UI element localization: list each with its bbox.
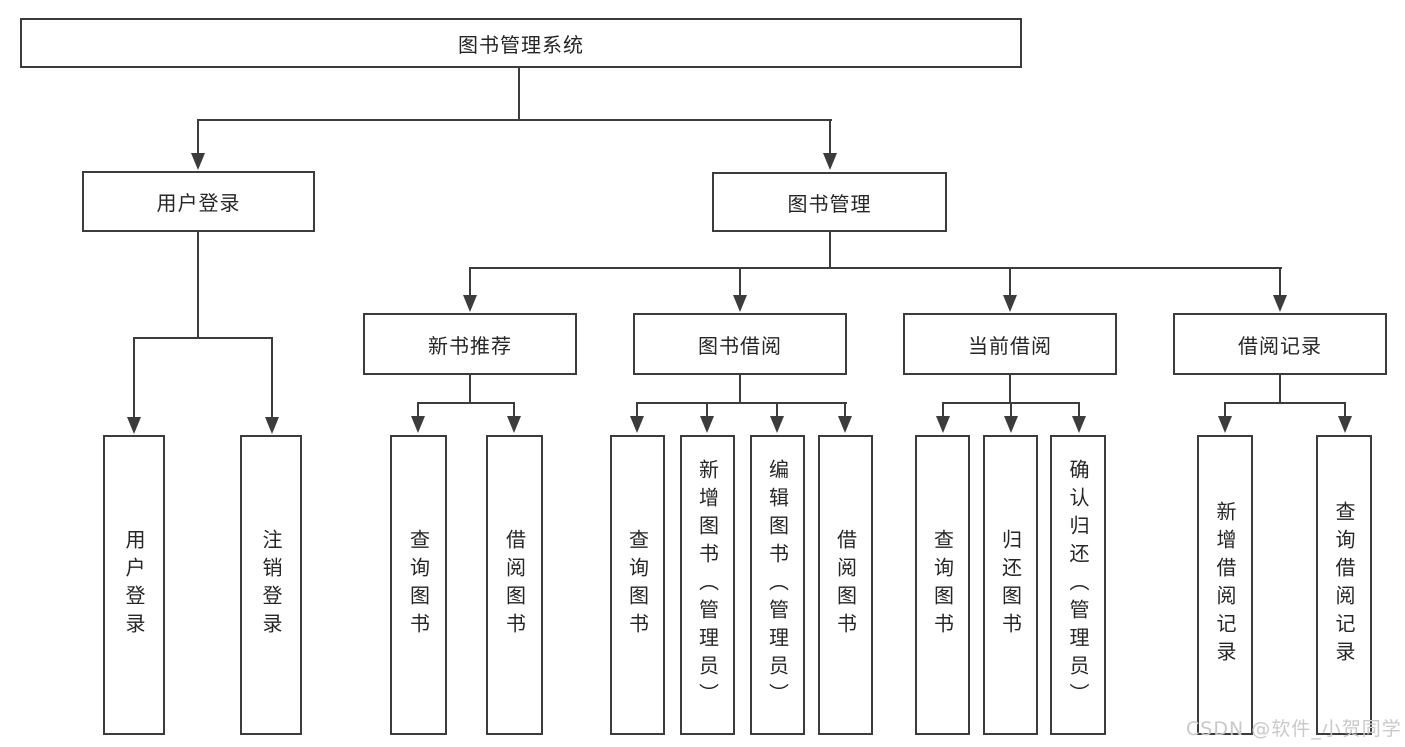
connector-new-book-stem <box>469 375 471 404</box>
connector-leaf-stem <box>1224 402 1226 418</box>
arrow-down-icon <box>265 417 279 434</box>
leaf-label: 归还图书 <box>998 529 1023 641</box>
connector-to-current-borrow <box>1009 267 1011 296</box>
leaf-query-books-borrow: 查询图书 <box>610 435 665 735</box>
leaf-label: 借阅图书 <box>833 529 858 641</box>
arrow-down-icon <box>127 417 141 434</box>
arrow-down-icon <box>191 153 205 170</box>
connector-to-book-management <box>829 119 831 155</box>
arrow-down-icon <box>770 416 784 433</box>
connector-to-book-borrow <box>739 267 741 296</box>
leaf-label: 查询图书 <box>406 529 431 641</box>
arrow-down-icon <box>1273 295 1287 312</box>
connector-new-book-rail <box>417 402 515 404</box>
arrow-down-icon <box>838 416 852 433</box>
connector-user-login-rail <box>133 337 273 339</box>
node-borrow-records: 借阅记录 <box>1173 313 1387 375</box>
leaf-add-borrow-record: 新增借阅记录 <box>1197 435 1253 735</box>
node-current-borrow: 当前借阅 <box>903 313 1117 375</box>
connector-leaf-stem <box>1344 402 1346 418</box>
connector-book-borrow-stem <box>739 375 741 404</box>
node-library-management-system: 图书管理系统 <box>20 18 1022 68</box>
node-user-login: 用户登录 <box>82 171 315 232</box>
node-label: 图书管理 <box>787 191 872 216</box>
connector-leaf-stem <box>417 402 419 418</box>
connector-to-leaf-logout <box>271 337 273 418</box>
leaf-user-login: 用户登录 <box>103 435 165 735</box>
leaf-borrow-books: 借阅图书 <box>818 435 873 735</box>
node-label: 新书推荐 <box>428 333 512 358</box>
node-label: 用户登录 <box>156 191 241 215</box>
leaf-label: 编辑图书（管理员） <box>765 459 790 711</box>
leaf-label: 注销登录 <box>259 529 283 641</box>
arrow-down-icon <box>1338 416 1352 433</box>
leaf-query-books-current: 查询图书 <box>915 435 970 735</box>
connector-to-new-book <box>469 267 471 296</box>
leaf-query-books-newbook: 查询图书 <box>390 435 447 735</box>
leaf-label: 用户登录 <box>122 529 146 641</box>
connector-level3-rail <box>469 267 1282 269</box>
arrow-down-icon <box>733 295 747 312</box>
connector-to-borrow-records <box>1279 267 1281 296</box>
connector-level2-rail <box>197 119 832 121</box>
connector-leaf-stem <box>844 402 846 418</box>
leaf-edit-book-admin: 编辑图书（管理员） <box>750 435 805 735</box>
connector-borrow-records-rail <box>1224 402 1346 404</box>
leaf-borrow-books-newbook: 借阅图书 <box>486 435 543 735</box>
leaf-logout: 注销登录 <box>240 435 302 735</box>
connector-to-leaf-user-login <box>133 337 135 418</box>
connector-root-stem <box>518 68 520 121</box>
leaf-label: 查询借阅记录 <box>1332 501 1356 669</box>
arrow-down-icon <box>823 153 837 170</box>
arrow-down-icon <box>1072 416 1086 433</box>
connector-to-user-login <box>197 119 199 155</box>
connector-leaf-stem <box>1010 402 1012 418</box>
connector-book-management-stem <box>829 231 831 269</box>
node-label: 图书借阅 <box>698 333 782 358</box>
arrow-down-icon <box>1004 416 1018 433</box>
connector-leaf-stem <box>706 402 708 418</box>
arrow-down-icon <box>630 416 644 433</box>
connector-book-borrow-rail <box>636 402 847 404</box>
arrow-down-icon <box>507 416 521 433</box>
connector-leaf-stem <box>513 402 515 418</box>
arrow-down-icon <box>463 295 477 312</box>
connector-borrow-records-stem <box>1279 375 1281 404</box>
connector-leaf-stem <box>776 402 778 418</box>
leaf-label: 新增图书（管理员） <box>695 459 720 711</box>
connector-leaf-stem <box>636 402 638 418</box>
arrow-down-icon <box>700 416 714 433</box>
leaf-label: 查询图书 <box>930 529 955 641</box>
leaf-add-book-admin: 新增图书（管理员） <box>680 435 735 735</box>
leaf-query-borrow-record: 查询借阅记录 <box>1316 435 1372 735</box>
leaf-label: 确认归还（管理员） <box>1066 459 1090 711</box>
connector-user-login-stem <box>197 231 199 339</box>
node-label: 图书管理系统 <box>458 32 584 57</box>
leaf-confirm-return-admin: 确认归还（管理员） <box>1050 435 1106 735</box>
node-book-management: 图书管理 <box>712 172 947 232</box>
node-label: 当前借阅 <box>968 333 1052 358</box>
arrow-down-icon <box>936 416 950 433</box>
leaf-label: 查询图书 <box>625 529 650 641</box>
connector-leaf-stem <box>942 402 944 418</box>
leaf-label: 借阅图书 <box>502 529 527 641</box>
arrow-down-icon <box>1218 416 1232 433</box>
node-book-borrow: 图书借阅 <box>633 313 847 375</box>
node-label: 借阅记录 <box>1238 333 1322 358</box>
arrow-down-icon <box>1003 295 1017 312</box>
connector-leaf-stem <box>1078 402 1080 418</box>
leaf-label: 新增借阅记录 <box>1213 501 1237 669</box>
node-new-book-recommend: 新书推荐 <box>363 313 577 375</box>
arrow-down-icon <box>411 416 425 433</box>
connector-current-borrow-stem <box>1009 375 1011 404</box>
leaf-return-books: 归还图书 <box>983 435 1038 735</box>
csdn-watermark: CSDN @软件_小贺同学 <box>1186 718 1402 740</box>
